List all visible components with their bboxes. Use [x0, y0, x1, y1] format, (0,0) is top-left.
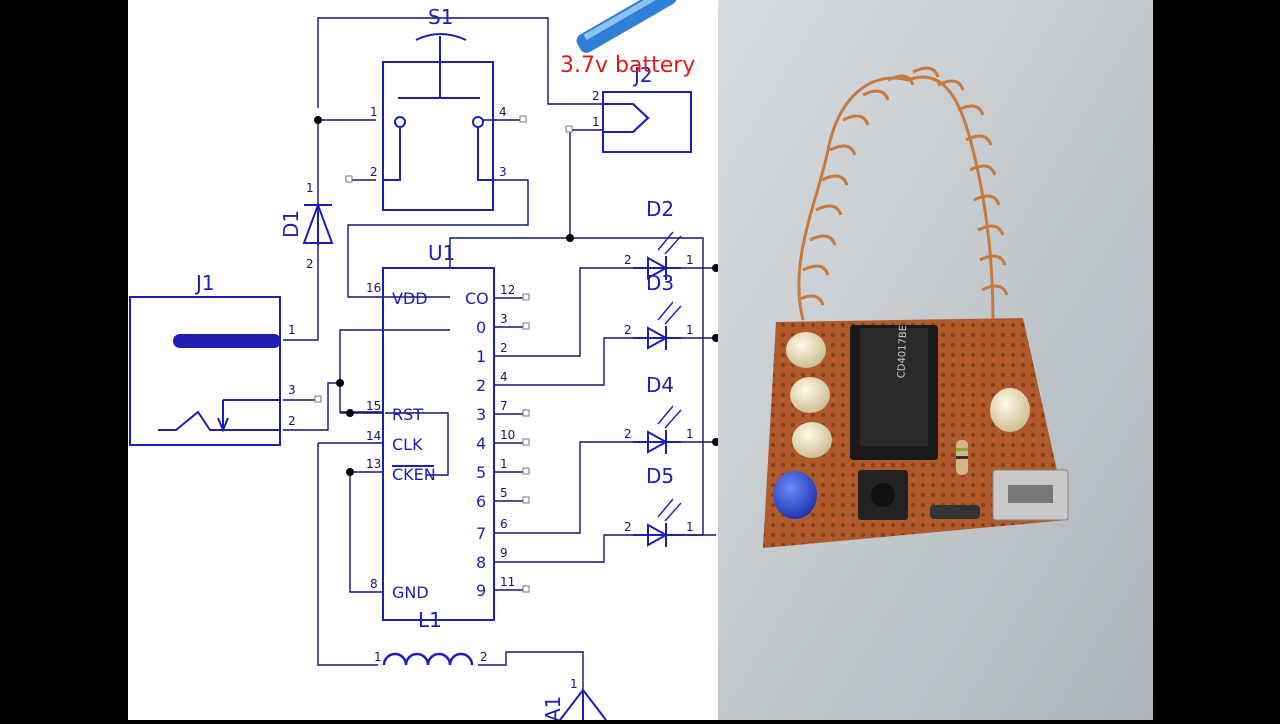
ic-label-q5: 5: [476, 463, 486, 482]
micro-usb-port: [992, 469, 1069, 521]
pin-u-6: 6: [500, 517, 508, 531]
label-j2: J2: [632, 63, 653, 87]
pin-u-14: 14: [366, 429, 381, 443]
label-d4: D4: [646, 373, 674, 397]
pin-d3-2: 2: [624, 323, 632, 337]
pin-u-8: 8: [370, 577, 378, 591]
switch-s1: [382, 33, 494, 211]
pin-d4-1: 1: [686, 427, 694, 441]
pin-u-2: 2: [500, 341, 508, 355]
ic-label-co: CO: [465, 289, 489, 308]
circuit-photo: CD4017BE: [718, 0, 1153, 720]
ic-label-q1: 1: [476, 347, 486, 366]
coil-antenna: [797, 66, 1009, 321]
schematic-panel: S1 J2 D1 J1 U1 D2 D3 D4 D5 L1 A1 3.7v ba…: [128, 0, 720, 722]
ic-label-gnd: GND: [392, 583, 429, 602]
chip-marking: CD4017BE: [896, 325, 909, 379]
ic-label-clk: CLK: [392, 435, 423, 454]
inductor-l1: [382, 652, 474, 666]
ic-label-q6: 6: [476, 492, 486, 511]
pin-j1-3: 3: [288, 383, 296, 397]
pin-s1-3: 3: [499, 165, 507, 179]
pin-u-16: 16: [366, 281, 381, 295]
pin-s1-1: 1: [370, 105, 378, 119]
pin-j1-2: 2: [288, 414, 296, 428]
pin-j1-1: 1: [288, 323, 296, 337]
ic-label-q4: 4: [476, 434, 486, 453]
pin-s1-2: 2: [370, 165, 378, 179]
pin-l1-2: 2: [480, 650, 488, 664]
diode-d1: [302, 202, 334, 245]
ic-label-q2: 2: [476, 376, 486, 395]
pin-u-12: 12: [500, 283, 515, 297]
ic-label-vdd: VDD: [392, 289, 428, 308]
ic-label-q0: 0: [476, 318, 486, 337]
label-d1: D1: [279, 210, 303, 238]
led-d5: [633, 498, 682, 547]
battery-icon: [576, 0, 677, 53]
ic-label-q8: 8: [476, 553, 486, 572]
pin-u-13: 13: [366, 457, 381, 471]
resistor: [930, 440, 980, 519]
schematic-diagram: S1 J2 D1 J1 U1 D2 D3 D4 D5 L1 A1 3.7v ba…: [129, 0, 720, 722]
tactile-switch: [858, 470, 908, 520]
pin-d5-1: 1: [686, 520, 694, 534]
pin-u-3: 3: [500, 312, 508, 326]
ic-chip: CD4017BE: [850, 325, 938, 460]
pin-d5-2: 2: [624, 520, 632, 534]
label-d2: D2: [646, 197, 674, 221]
circuit-board-image: CD4017BE: [718, 0, 1153, 720]
pin-l1-1: 1: [374, 650, 382, 664]
pin-u-10: 10: [500, 428, 515, 442]
label-d3: D3: [646, 271, 674, 295]
label-j1: J1: [194, 271, 215, 295]
led-d2: [633, 231, 682, 280]
pin-d4-2: 2: [624, 427, 632, 441]
label-l1: L1: [418, 608, 442, 632]
ic-label-q3: 3: [476, 405, 486, 424]
ic-label-q7: 7: [476, 524, 486, 543]
label-u1: U1: [428, 241, 455, 265]
jack-j1: [129, 296, 281, 446]
pin-d1-1: 1: [306, 181, 314, 195]
ic-label-rst: RST: [392, 405, 423, 424]
ic-u1: [382, 267, 495, 621]
pin-d2-2: 2: [624, 253, 632, 267]
led-d3: [633, 301, 682, 350]
ic-label-q9: 9: [476, 581, 486, 600]
pin-j2-1: 1: [592, 115, 600, 129]
pin-u-15: 15: [366, 399, 381, 413]
pin-j2-2: 2: [592, 89, 600, 103]
pin-d1-2: 2: [306, 257, 314, 271]
pin-d3-1: 1: [686, 323, 694, 337]
pin-u-7: 7: [500, 399, 508, 413]
pin-u-9: 9: [500, 546, 508, 560]
label-s1: S1: [428, 5, 453, 29]
pin-u-11: 11: [500, 575, 515, 589]
pin-u-4: 4: [500, 370, 508, 384]
battery-annotation: 3.7v battery: [560, 53, 695, 78]
blue-led: [773, 471, 817, 519]
connector-j2: [602, 91, 692, 153]
pin-u-1: 1: [500, 457, 508, 471]
pin-a1-1: 1: [570, 677, 578, 691]
clear-led: [786, 332, 1030, 458]
ic-label-cken: CKEN: [392, 465, 436, 484]
pin-s1-4: 4: [499, 105, 507, 119]
pin-u-5: 5: [500, 486, 508, 500]
label-d5: D5: [646, 464, 674, 488]
label-a1: A1: [541, 696, 565, 720]
led-d4: [633, 405, 682, 454]
pin-d2-1: 1: [686, 253, 694, 267]
antenna-a1: [559, 689, 607, 721]
